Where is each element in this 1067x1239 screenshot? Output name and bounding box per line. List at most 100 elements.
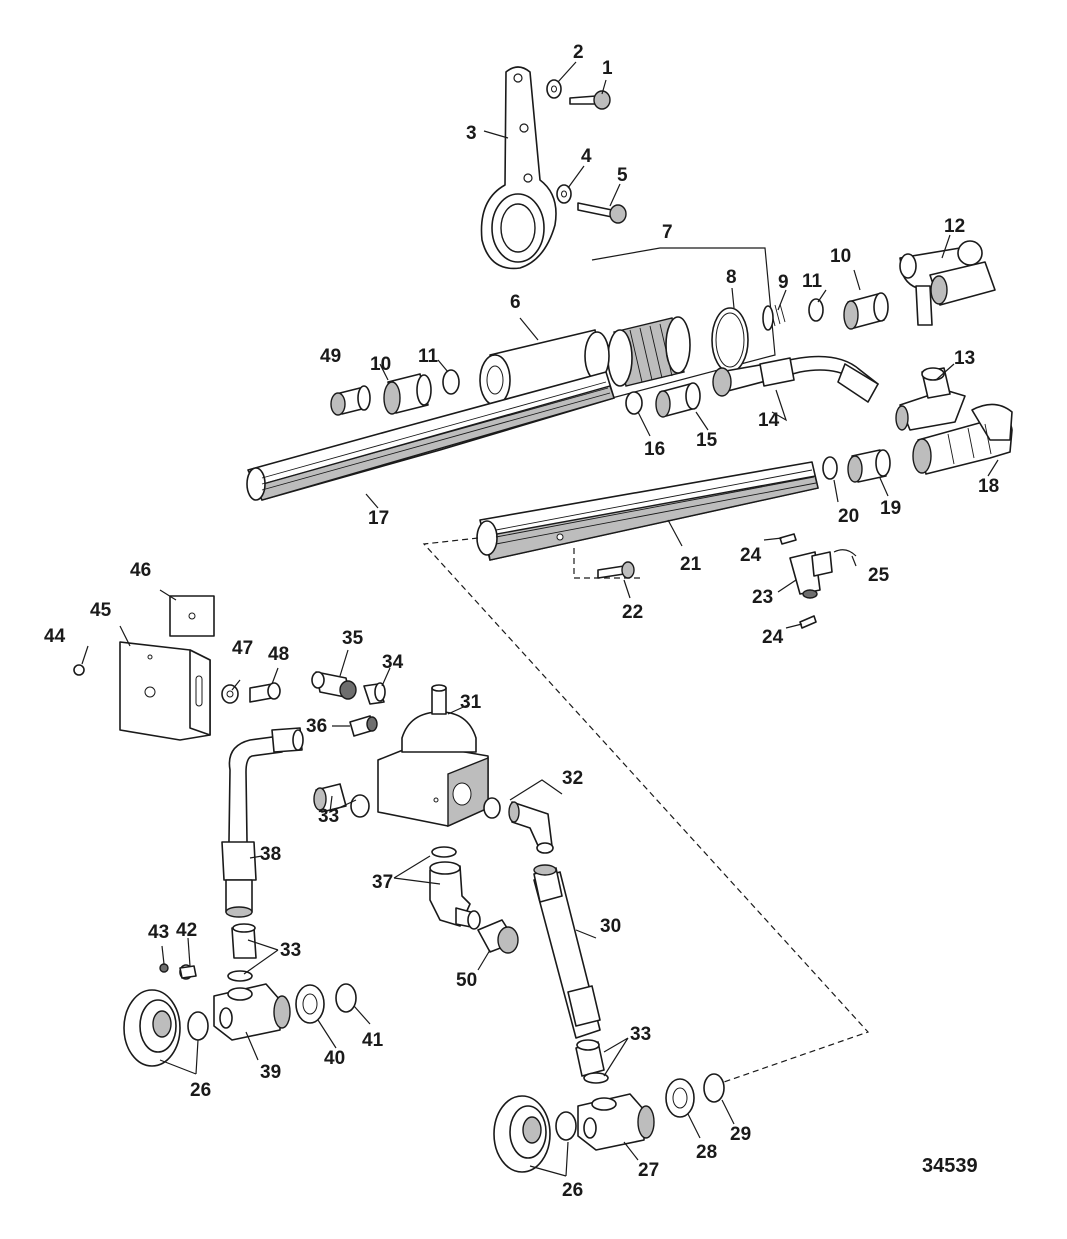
part-fitting-19	[847, 449, 891, 483]
callout-48: 48	[268, 644, 289, 665]
part-fuel-line-38	[221, 727, 304, 918]
callout-47: 47	[232, 638, 253, 659]
figure-number: 34539	[922, 1155, 978, 1177]
callout-19: 19	[880, 498, 901, 519]
callout-46: 46	[130, 560, 151, 581]
part-filter-element	[607, 316, 691, 387]
callout-35: 35	[342, 628, 364, 649]
callout-6: 6	[510, 292, 521, 313]
part-fitting-42	[179, 964, 197, 980]
callout-20: 20	[838, 506, 859, 527]
callout-49: 49	[320, 346, 341, 367]
part-fitting-10-left	[383, 373, 432, 415]
callout-15: 15	[696, 430, 718, 451]
part-fitting-34	[363, 682, 386, 705]
part-o-ring-24-bottom	[799, 615, 817, 629]
part-fuel-rail-17	[246, 371, 615, 501]
callout-27: 27	[638, 1160, 659, 1181]
callout-4: 4	[581, 146, 592, 167]
callout-16: 16	[644, 439, 665, 460]
part-washer-11-right	[808, 298, 824, 322]
callout-39: 39	[260, 1062, 281, 1083]
part-fitting-36	[349, 715, 378, 737]
part-fuel-line-14	[712, 355, 879, 403]
part-elbow-32	[508, 801, 554, 854]
callout-23: 23	[752, 587, 773, 608]
part-tee-13	[895, 367, 966, 431]
leader-lines	[81, 61, 999, 1177]
callout-44: 44	[44, 626, 66, 647]
part-washer-47	[221, 684, 239, 704]
part-cap-26-left	[123, 989, 181, 1067]
callout-17: 17	[368, 508, 389, 529]
callout-34: 34	[382, 652, 404, 673]
part-bolt-22	[597, 561, 635, 579]
callout-36: 36	[306, 716, 327, 737]
callout-10-left: 10	[370, 354, 391, 375]
part-fuel-line-30	[533, 864, 601, 1039]
callout-42: 42	[176, 920, 197, 941]
part-plug-49	[330, 385, 371, 416]
callout-22: 22	[622, 602, 643, 623]
part-washer-2	[546, 79, 562, 99]
callout-7: 7	[662, 222, 673, 243]
part-spring-9	[762, 303, 786, 331]
part-bolt-48	[249, 682, 281, 703]
callout-24-bottom: 24	[762, 627, 784, 648]
part-fitting-15	[655, 382, 701, 418]
part-washer-11-left	[442, 369, 460, 395]
part-o-ring-33-upper	[350, 794, 370, 818]
callout-33-lower-right: 33	[630, 1024, 651, 1045]
callout-25: 25	[868, 565, 890, 586]
callout-43: 43	[148, 922, 169, 943]
part-fitting-10-right	[843, 292, 889, 330]
part-bolt-1	[569, 90, 611, 110]
part-washer-29	[703, 1073, 725, 1103]
part-clip-25	[833, 549, 857, 557]
part-nut-44	[73, 664, 85, 676]
callout-2: 2	[573, 42, 584, 63]
callout-11-left: 11	[418, 346, 439, 367]
callout-30: 30	[600, 916, 621, 937]
callout-37: 37	[372, 872, 393, 893]
callout-11-right: 11	[802, 271, 823, 292]
part-plug-43	[159, 963, 169, 973]
callout-14: 14	[758, 410, 780, 431]
part-fitting-33-lower-left	[231, 923, 257, 959]
part-washer-41	[335, 983, 357, 1013]
callout-40: 40	[324, 1048, 345, 1069]
part-o-ring-37	[431, 846, 457, 858]
part-elbow-37	[429, 861, 481, 930]
part-washer-16	[625, 391, 643, 415]
part-tee-fitting-12	[899, 240, 996, 326]
part-o-ring-33-lower-left	[227, 970, 253, 982]
part-fitting-33-upper	[313, 783, 347, 813]
part-washer-4	[556, 184, 572, 204]
part-filter-housing	[479, 329, 610, 406]
part-o-ring-33-lower-right	[583, 1072, 609, 1084]
callout-18: 18	[978, 476, 999, 497]
part-tee-39	[213, 983, 291, 1041]
callout-45: 45	[90, 600, 112, 621]
callout-38: 38	[260, 844, 281, 865]
callout-10-right: 10	[830, 246, 851, 267]
part-bolt-5	[577, 202, 627, 224]
part-bracket-45	[119, 641, 211, 741]
part-nut-28	[665, 1078, 695, 1118]
callout-29: 29	[730, 1124, 751, 1145]
part-pad-46	[169, 595, 215, 637]
callout-8: 8	[726, 267, 737, 288]
callout-28: 28	[696, 1142, 717, 1163]
part-o-ring-8	[711, 307, 749, 373]
part-fuel-line-18	[912, 403, 1013, 475]
callout-13: 13	[954, 348, 975, 369]
part-regulator-31	[377, 684, 489, 828]
callout-50: 50	[456, 970, 477, 991]
part-bracket	[480, 66, 557, 270]
part-washer-32	[483, 797, 501, 819]
part-plug-50	[477, 919, 519, 954]
callout-24-top: 24	[740, 545, 762, 566]
part-fuel-rail-21	[476, 461, 819, 561]
callout-41: 41	[362, 1030, 384, 1051]
